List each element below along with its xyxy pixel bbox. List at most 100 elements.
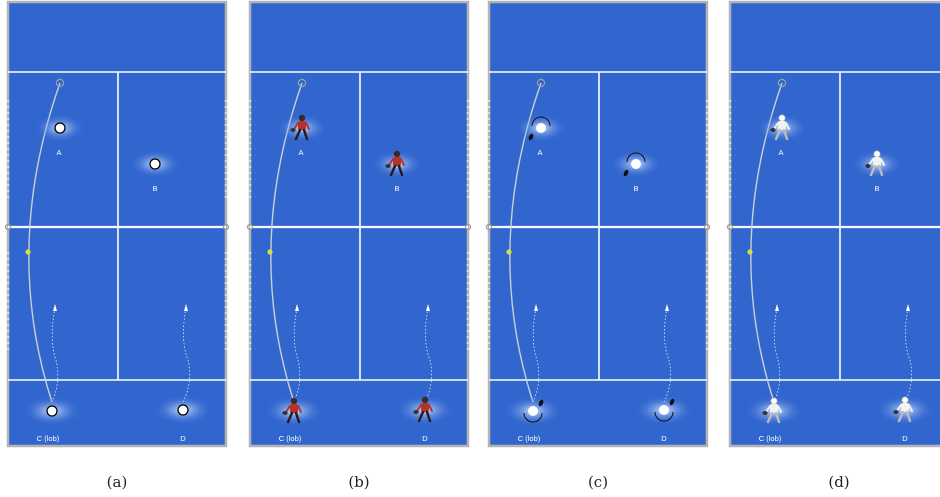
player-label-c: C (lob) [759, 434, 782, 443]
player-leg [766, 411, 774, 424]
player-dot [631, 159, 641, 169]
player-head [298, 114, 306, 122]
player-arm [305, 122, 310, 130]
movement-arrow-d [184, 304, 188, 311]
player-a [770, 114, 790, 141]
player-arm [416, 404, 422, 412]
court-panel: A B C (lob) D [242, 0, 476, 460]
racket-arc [523, 412, 543, 423]
player-torso [290, 404, 298, 413]
movement-arrow-d [906, 304, 910, 311]
player-label-c: C (lob) [37, 434, 60, 443]
player-head [393, 150, 401, 158]
player-arm [765, 405, 771, 413]
ball-origin [55, 78, 65, 88]
player-arm [285, 405, 291, 413]
panel-caption: (b) [348, 473, 370, 491]
movement-path-c [773, 307, 781, 403]
movement-arrow-c [775, 304, 779, 311]
player-racket [893, 410, 899, 414]
racket-head [538, 399, 544, 407]
player-a [290, 114, 310, 141]
player-head [901, 396, 909, 404]
player-leg [897, 410, 905, 423]
ball-origin [297, 78, 307, 88]
player-leg [397, 164, 404, 177]
court-svg: A B C (lob) D [726, 0, 940, 448]
panel-caption: (c) [587, 473, 609, 491]
ball [506, 249, 512, 255]
player-label-a: A [298, 148, 303, 157]
player-head [873, 150, 881, 158]
player-torso [901, 403, 909, 412]
player-torso [873, 157, 881, 166]
player-dot [659, 405, 669, 415]
player-c [762, 397, 782, 424]
player-label-d: D [902, 434, 908, 443]
player-racket [290, 128, 296, 132]
movement-arrow-c [295, 304, 299, 311]
ball [747, 249, 753, 255]
player-d [177, 404, 189, 416]
ball [267, 249, 273, 255]
player-leg [294, 411, 301, 424]
player-dot [46, 405, 58, 417]
player-dot [54, 122, 66, 134]
court-surface [248, 0, 470, 448]
player-arm [880, 158, 885, 166]
player-label-d: D [422, 434, 428, 443]
player-d [413, 396, 433, 423]
player-leg [782, 128, 789, 141]
ball-origin [777, 78, 787, 88]
player-arm [773, 122, 779, 130]
player-label-a: A [56, 148, 61, 157]
movement-path-d [904, 307, 913, 403]
court-svg: A B C (lob) D [246, 0, 472, 448]
net-post [726, 223, 734, 231]
player-dot [536, 123, 546, 133]
player-label-c: C (lob) [279, 434, 302, 443]
racket-head [669, 398, 675, 406]
player-arm [868, 158, 874, 166]
player-leg [389, 164, 397, 177]
net-post [703, 223, 711, 231]
player-leg [877, 164, 884, 177]
court-surface [487, 0, 709, 448]
player-label-a: A [778, 148, 783, 157]
player-leg [286, 411, 294, 424]
player-c [523, 399, 544, 423]
court-panel: A B C (lob) D [722, 0, 940, 460]
net-post [246, 223, 254, 231]
player-head [421, 396, 429, 404]
player-dot [149, 158, 161, 170]
court-surface [6, 0, 228, 448]
player-arm [777, 405, 782, 413]
racket-arc [531, 116, 551, 127]
player-torso [298, 121, 306, 130]
player-leg [417, 410, 425, 423]
player-head [290, 397, 298, 405]
player-racket [762, 411, 768, 415]
player-label-b: B [394, 184, 399, 193]
movement-path-c [532, 307, 540, 403]
net-post [485, 223, 493, 231]
player-torso [393, 157, 401, 166]
player-a [54, 122, 66, 134]
player-leg [774, 411, 781, 424]
player-label-a: A [537, 148, 542, 157]
court-svg: ABC (lob)D [485, 0, 711, 448]
player-label-b: B [874, 184, 879, 193]
net-post [464, 223, 472, 231]
panel-caption: (a) [106, 473, 128, 491]
movement-arrow-d [665, 304, 669, 311]
movement-path-d [424, 307, 433, 403]
court-svg: ABC (lob)D [4, 0, 230, 448]
player-racket [385, 164, 391, 168]
ball-origin [536, 78, 546, 88]
panel-caption: (d) [828, 473, 850, 491]
net-post [222, 223, 230, 231]
player-head [778, 114, 786, 122]
racket-head [623, 169, 629, 177]
